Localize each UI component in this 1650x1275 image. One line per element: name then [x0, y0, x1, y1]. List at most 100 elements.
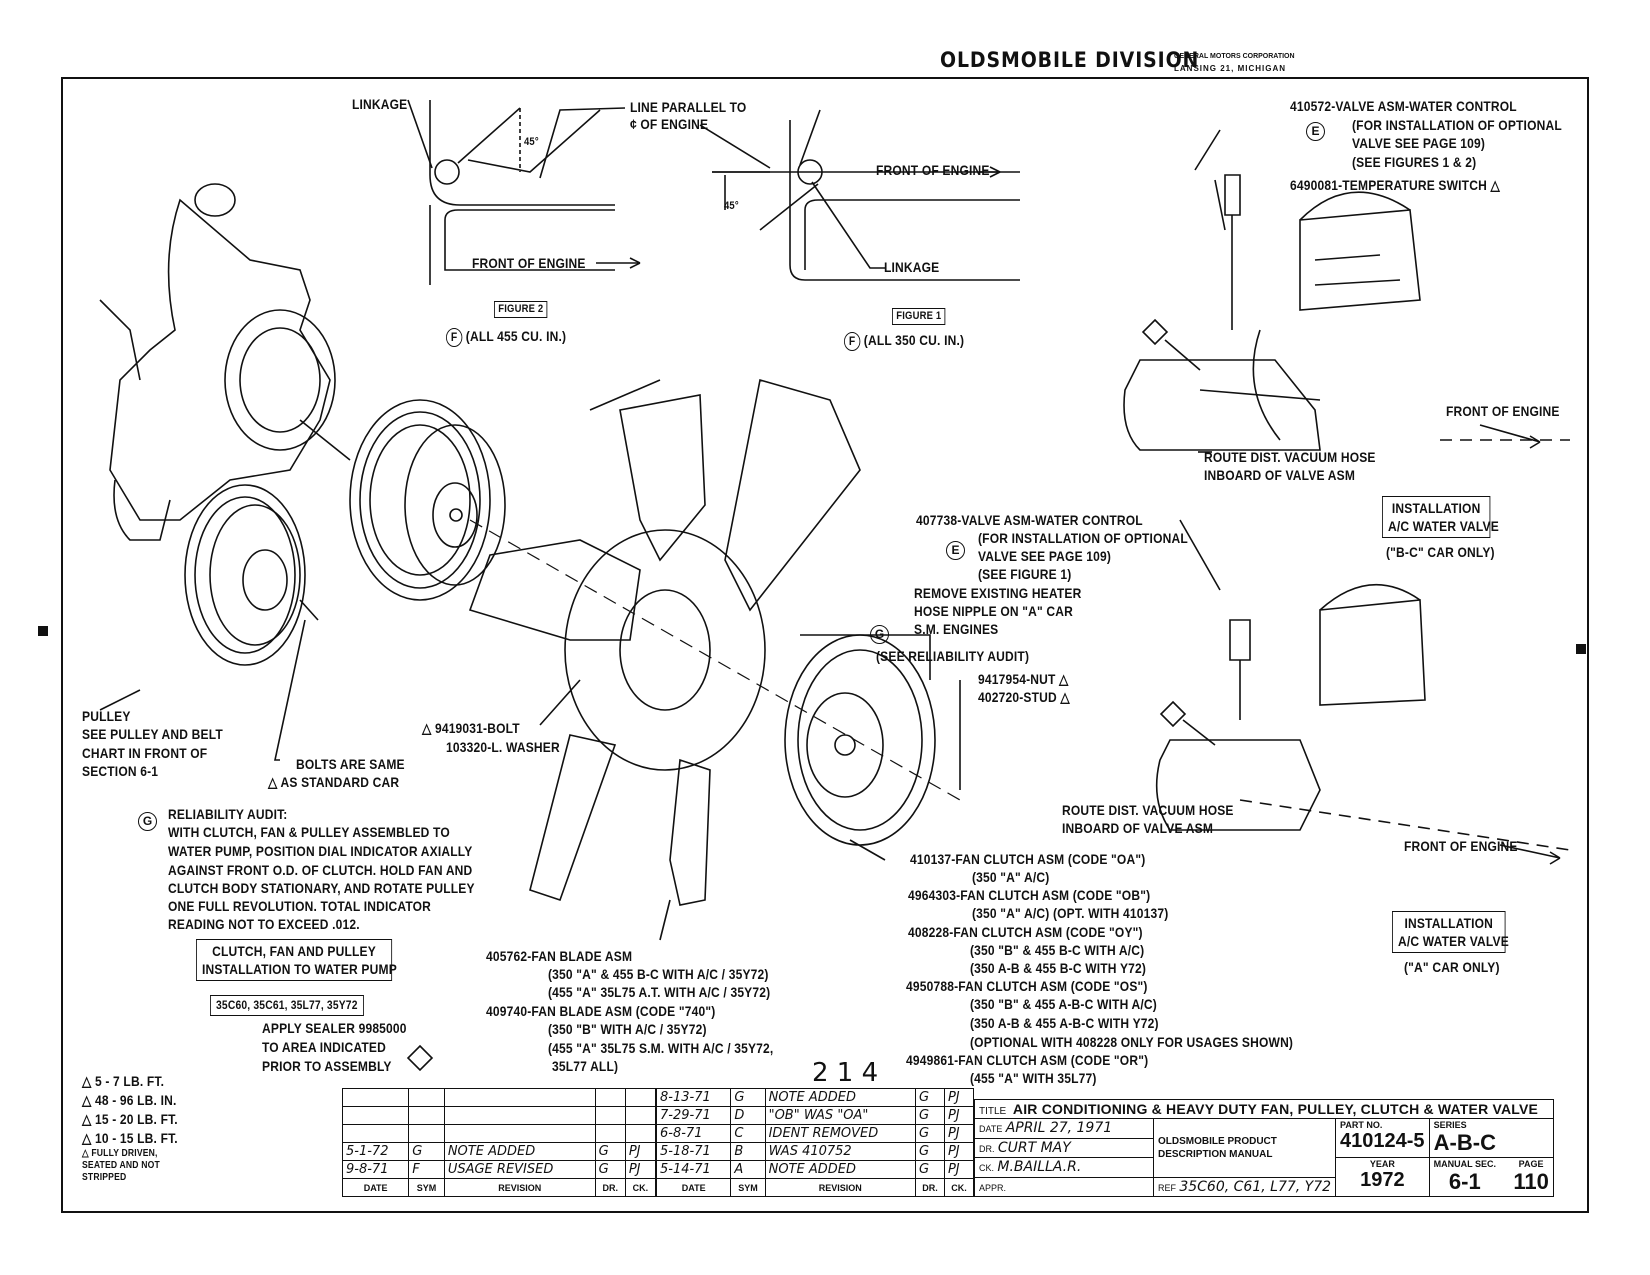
fan-blade-line-5: (350 "B" WITH A/C / 35Y72): [548, 1021, 707, 1037]
revision-date: [341, 1124, 410, 1143]
revision-header: CK.: [943, 1178, 975, 1197]
revision-sym: G: [730, 1088, 766, 1107]
fan-blade-line-4: 409740-FAN BLADE ASM (CODE "740"): [486, 1003, 716, 1019]
engine-bottom-illustration: [1155, 583, 1571, 865]
water-pump-illustration: [99, 183, 351, 541]
assembly-axis-line: [469, 519, 961, 801]
revision-ck: [624, 1106, 657, 1125]
fan-clutch-illustration: [784, 634, 936, 846]
fan-clutch-line-7: (350 A-B & 455 B-C WITH Y72): [970, 960, 1147, 976]
sealer-line-2: TO AREA INDICATED: [262, 1039, 387, 1055]
torque-1-icon: △: [1059, 671, 1069, 687]
fig2-note-text: (ALL 455 CU. IN.): [465, 328, 567, 345]
valve-top-line2: (FOR INSTALLATION OF OPTIONAL: [1352, 117, 1562, 133]
revision-dr: [594, 1088, 626, 1107]
revision-header: REVISION: [443, 1178, 596, 1197]
valve-mid-line2: (FOR INSTALLATION OF OPTIONAL: [978, 530, 1188, 546]
fan-blade-line-3: (455 "A" 35L75 A.T. WITH A/C / 35Y72): [548, 984, 771, 1000]
revision-rev: IDENT REMOVED: [764, 1124, 916, 1143]
revision-header: CK.: [624, 1178, 657, 1197]
revision-sym: D: [730, 1106, 766, 1125]
bolt-label: △ 9419031-BOLT: [422, 720, 520, 736]
torque-2-icon: △: [268, 774, 278, 790]
note-e-symbol: E: [1306, 122, 1329, 141]
fan-clutch-line-10: (350 A-B & 455 A-B-C WITH Y72): [970, 1015, 1159, 1031]
valve-mid-line1: 407738-VALVE ASM-WATER CONTROL: [916, 512, 1143, 528]
pulley-label-3: CHART IN FRONT OF: [82, 745, 208, 761]
revision-sym: G: [408, 1142, 445, 1161]
reliability-line-6: READING NOT TO EXCEED .012.: [168, 916, 360, 932]
revision-rev: NOTE ADDED: [443, 1142, 596, 1161]
revision-dr: G: [914, 1124, 945, 1143]
title-row: TITLE AIR CONDITIONING & HEAVY DUTY FAN,…: [974, 1099, 1554, 1119]
torque-row-1: △ 5 - 7 LB. FT.: [82, 1073, 165, 1089]
revision-ck: PJ: [943, 1160, 975, 1179]
valve-bot-front: FRONT OF ENGINE: [1404, 838, 1518, 854]
note-f-symbol: F: [446, 328, 463, 347]
revision-rev: NOTE ADDED: [764, 1160, 916, 1179]
revision-rev: [443, 1124, 596, 1143]
reliability-callout: (SEE RELIABILITY AUDIT): [876, 648, 1030, 664]
triangle-icon: △: [82, 1111, 92, 1127]
revision-sym: A: [730, 1160, 766, 1179]
corp-line-1: GENERAL MOTORS CORPORATION: [1174, 53, 1295, 60]
fig1-angle: 45°: [724, 200, 739, 212]
revision-date: [341, 1106, 410, 1125]
bolts-same-2: △ AS STANDARD CAR: [268, 774, 400, 790]
revision-dr: G: [914, 1160, 945, 1179]
install-note-top: ("B-C" CAR ONLY): [1386, 544, 1495, 560]
date-cell: DATE APRIL 27, 1971: [974, 1118, 1154, 1139]
fan-clutch-line-6: (350 "B" & 455 B-C WITH A/C): [970, 942, 1145, 958]
valve-bot-route1: ROUTE DIST. VACUUM HOSE: [1062, 802, 1234, 818]
valve-top-line1: 410572-VALVE ASM-WATER CONTROL: [1290, 98, 1517, 114]
triangle-icon: △: [82, 1130, 92, 1146]
reliability-line-1: WITH CLUTCH, FAN & PULLEY ASSEMBLED TO: [168, 824, 450, 840]
revision-ck: PJ: [943, 1124, 975, 1143]
torque-row-4: △ 10 - 15 LB. FT.: [82, 1130, 178, 1146]
fig2-note: F(ALL 455 CU. IN.): [446, 328, 566, 347]
pulley-label-1: PULLEY: [82, 708, 131, 724]
revision-ck: PJ: [624, 1160, 657, 1179]
note-g-symbol: G: [138, 812, 161, 831]
pulley-label-2: SEE PULLEY AND BELT: [82, 726, 223, 742]
revision-header: DR.: [594, 1178, 626, 1197]
revision-header: DATE: [655, 1178, 732, 1197]
sealer-line-3: PRIOR TO ASSEMBLY: [262, 1058, 392, 1074]
triangle-icon: △: [82, 1073, 92, 1089]
revision-row: [341, 1088, 657, 1107]
fan-blade-line-1: 405762-FAN BLADE ASM: [486, 948, 633, 964]
fig1-label: FIGURE 1: [892, 308, 946, 325]
revision-sym: F: [408, 1160, 445, 1179]
revision-sym: [408, 1088, 445, 1107]
nut-label: 9417954-NUT △: [978, 671, 1069, 687]
title-block: TITLE AIR CONDITIONING & HEAVY DUTY FAN,…: [974, 1099, 1555, 1197]
revision-rev: WAS 410752: [764, 1142, 916, 1161]
revision-ck: PJ: [943, 1142, 975, 1161]
revision-date: 7-29-71: [655, 1106, 732, 1125]
revision-dr: [594, 1124, 626, 1143]
approved-cell: APPR.: [974, 1176, 1154, 1197]
valve-top-route2: INBOARD OF VALVE ASM: [1204, 467, 1356, 483]
revision-header: SYM: [730, 1178, 766, 1197]
revision-ck: [624, 1124, 657, 1143]
fan-clutch-line-5: 408228-FAN CLUTCH ASM (CODE "OY"): [908, 924, 1143, 940]
revision-ck: PJ: [624, 1142, 657, 1161]
revision-date: 5-14-71: [655, 1160, 732, 1179]
revision-sym: [408, 1124, 445, 1143]
valve-mid-line6: HOSE NIPPLE ON "A" CAR: [914, 603, 1074, 619]
valve-bot-route2: INBOARD OF VALVE ASM: [1062, 820, 1214, 836]
torque-legend: △ 5 - 7 LB. FT. △ 48 - 96 LB. IN. △ 15 -…: [82, 1072, 185, 1184]
fig2-linkage: LINKAGE: [352, 96, 408, 112]
valve-top-line4: (SEE FIGURES 1 & 2): [1352, 154, 1477, 170]
valve-mid-line3: VALVE SEE PAGE 109): [978, 548, 1112, 564]
valve-top-route1: ROUTE DIST. VACUUM HOSE: [1204, 449, 1376, 465]
